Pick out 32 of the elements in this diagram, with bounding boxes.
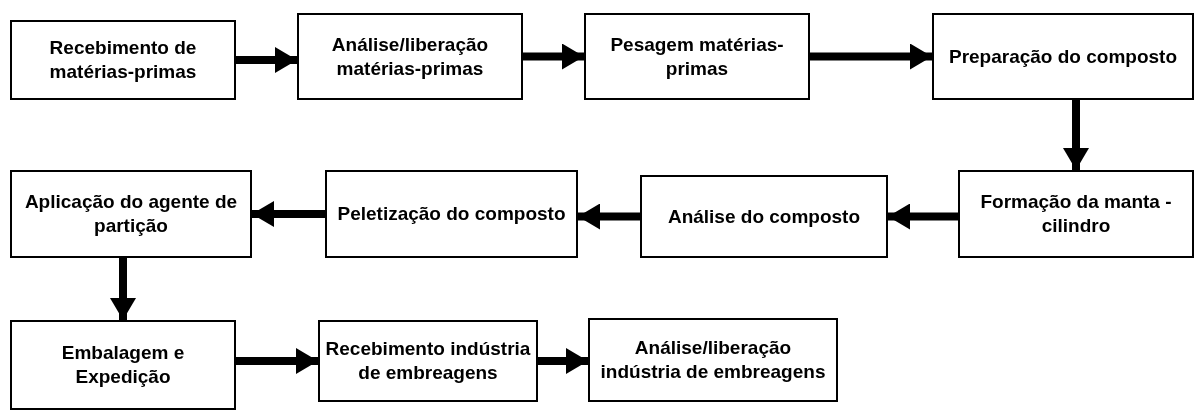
process-box xyxy=(584,13,810,100)
step-text: Recebimento indústria de embreagens xyxy=(324,337,532,385)
step-text: Recebimento de matérias-primas xyxy=(48,36,198,84)
process-box xyxy=(325,170,578,258)
process-box xyxy=(588,318,838,402)
process-box xyxy=(640,175,888,258)
process-box xyxy=(958,170,1194,258)
step-text: Análise/liberação indústria de embreagens xyxy=(599,336,827,384)
step-text: Formação da manta - cilindro xyxy=(979,190,1173,238)
arrow xyxy=(252,201,325,227)
arrow xyxy=(236,348,318,374)
process-box xyxy=(297,13,523,100)
arrow xyxy=(578,203,640,230)
step-text: Preparação do composto xyxy=(948,44,1178,69)
step-text: Pesagem matérias-primas xyxy=(609,32,785,81)
arrow xyxy=(888,203,958,230)
arrow xyxy=(538,348,588,374)
step-text: Análise/liberação matérias-primas xyxy=(330,32,490,81)
process-box xyxy=(10,170,252,258)
step-text: Embalagem e Expedição xyxy=(60,341,186,389)
arrow xyxy=(810,43,932,70)
step-text: Aplicação do agente de partição xyxy=(23,190,239,238)
step-text: Peletização do composto xyxy=(337,202,566,226)
process-box xyxy=(10,20,236,100)
arrow xyxy=(110,258,136,320)
arrow xyxy=(1063,100,1089,170)
step-text: Análise do composto xyxy=(667,204,861,229)
process-box xyxy=(318,320,538,402)
process-box xyxy=(932,13,1194,100)
arrow xyxy=(523,43,584,70)
arrow xyxy=(236,47,297,73)
process-box xyxy=(10,320,236,410)
